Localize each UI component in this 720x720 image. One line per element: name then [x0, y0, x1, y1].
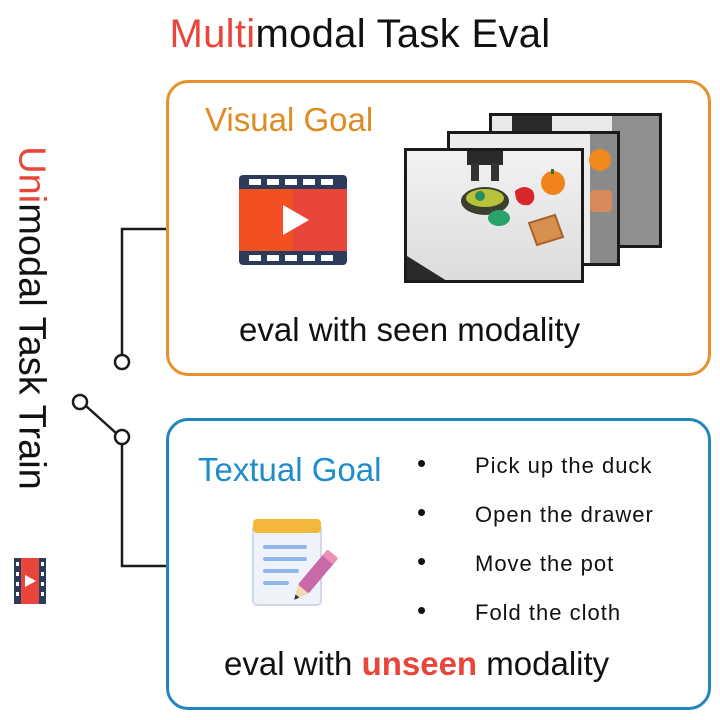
- switch-lever: [85, 405, 117, 434]
- list-item: Pick up the duck: [417, 446, 654, 498]
- textual-eval-prefix: eval with: [224, 645, 362, 682]
- switch-terminal-top: [113, 353, 131, 371]
- video-film-icon: [239, 175, 347, 265]
- list-item: Move the pot: [417, 544, 654, 596]
- switch-pivot: [71, 393, 89, 411]
- list-item: Open the drawer: [417, 495, 654, 547]
- visual-eval-text: eval with seen modality: [239, 311, 581, 348]
- textual-goal-label: Textual Goal: [198, 451, 382, 488]
- switch-terminal-bottom: [113, 428, 131, 446]
- main-title: Multimodal Task Eval: [0, 12, 720, 57]
- title-highlight: Multi: [169, 12, 256, 56]
- wire-to-visual: [120, 227, 166, 355]
- list-item: Fold the cloth: [417, 593, 654, 645]
- textual-eval-suffix: modality: [477, 645, 610, 682]
- textual-eval-highlight: unseen: [361, 645, 478, 682]
- visual-goal-panel: Visual Goal: [166, 80, 711, 376]
- wire-to-textual: [120, 444, 166, 568]
- visual-goal-label: Visual Goal: [205, 101, 374, 138]
- textual-goal-panel: Textual Goal Pick up the duck Open the d…: [166, 418, 711, 710]
- small-video-film-icon: [14, 558, 46, 604]
- video-frame-front: [404, 148, 584, 283]
- task-list: Pick up the duck Open the drawer Move th…: [417, 446, 654, 645]
- notepad-pencil-icon: [252, 519, 338, 606]
- title-rest: modal Task Eval: [255, 12, 551, 56]
- textual-eval-text: eval with unseen modality: [224, 645, 609, 683]
